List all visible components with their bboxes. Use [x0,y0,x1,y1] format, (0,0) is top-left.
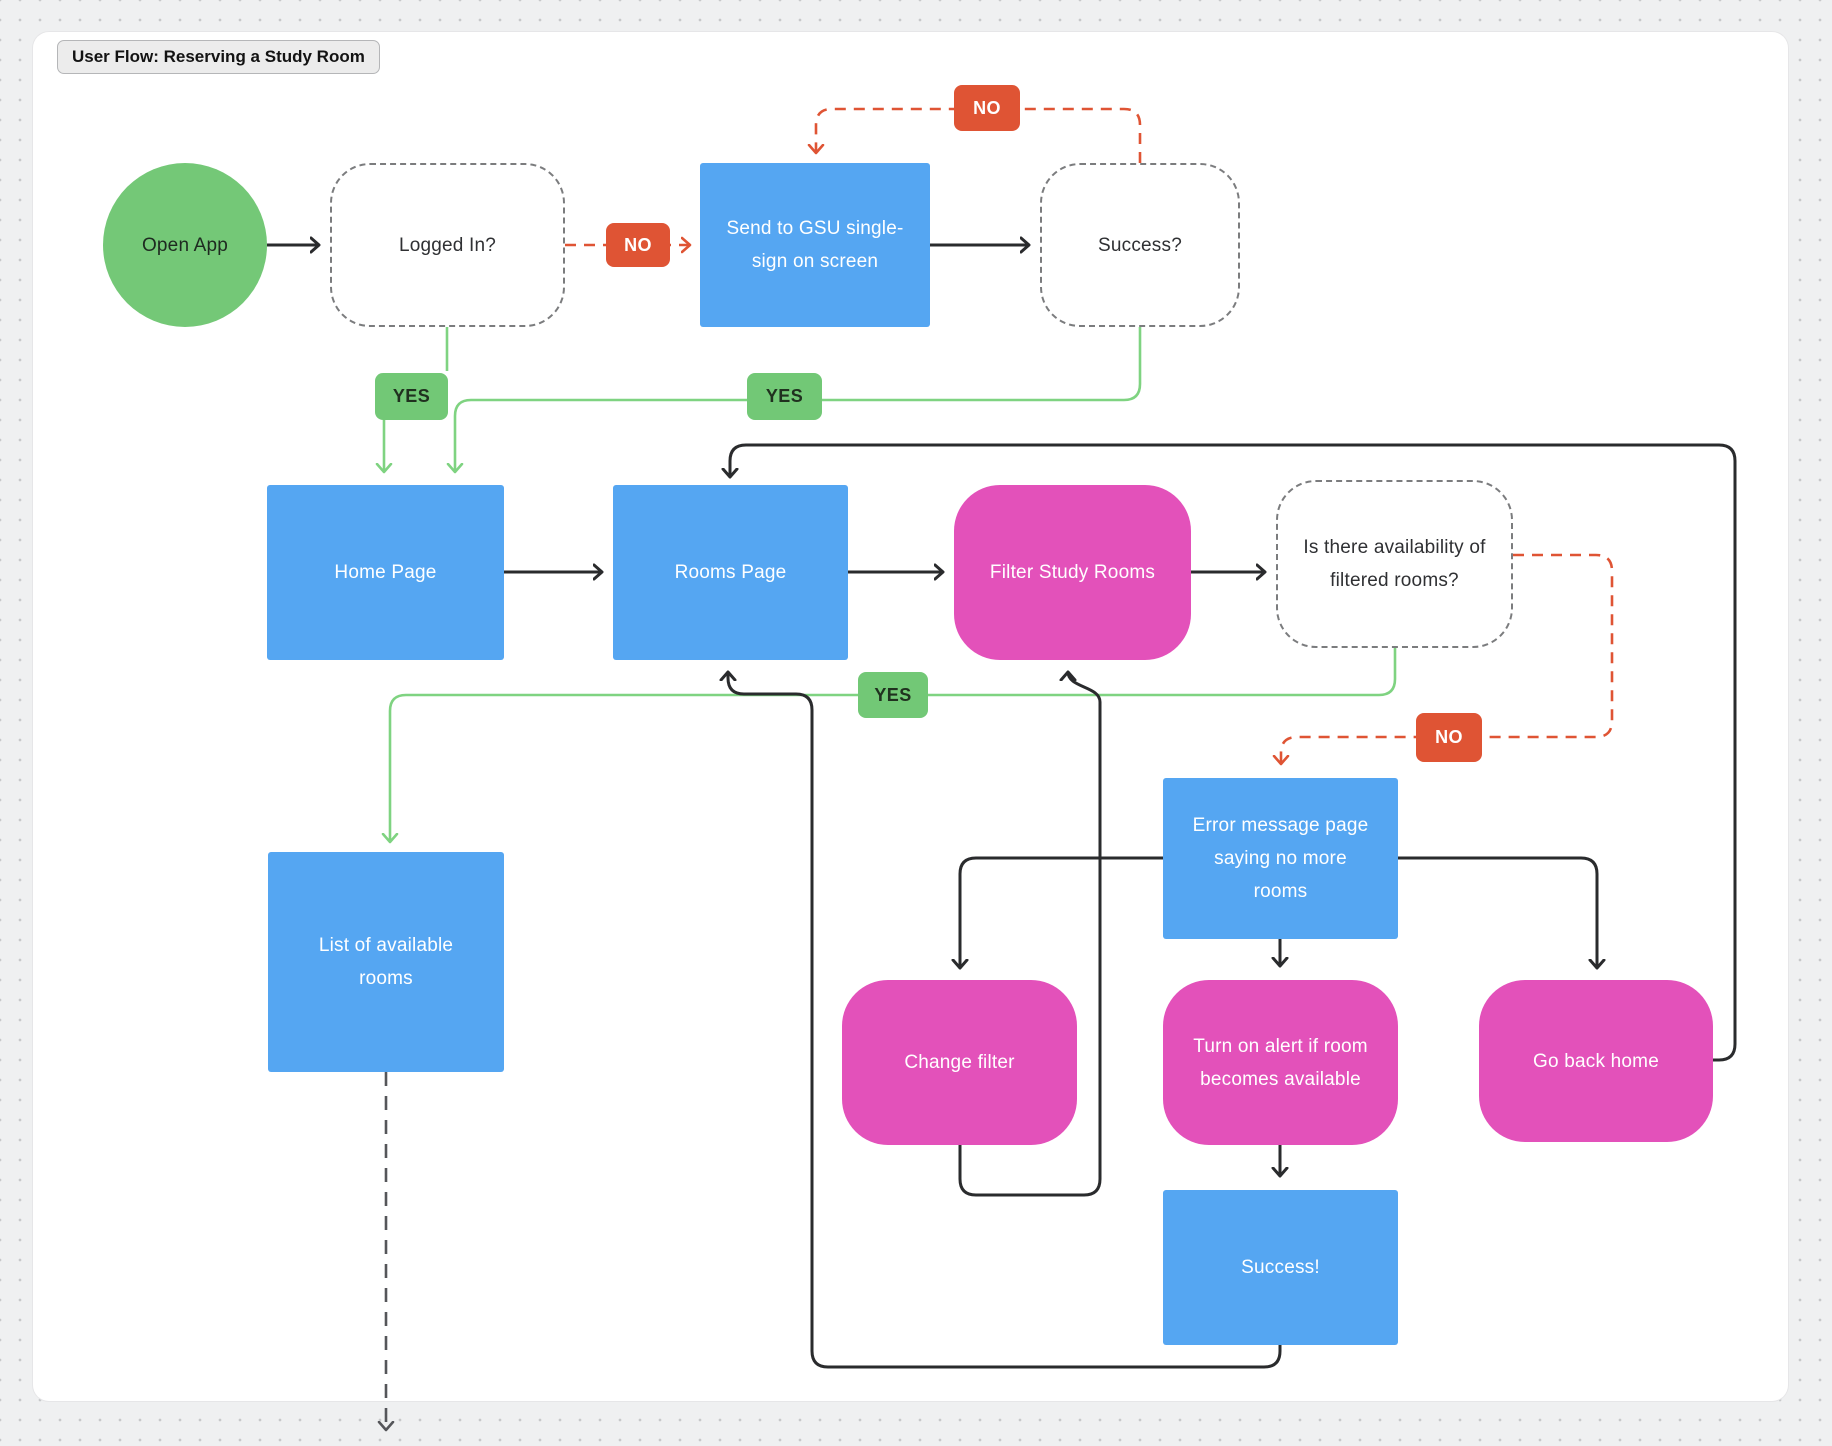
diagram-title[interactable]: User Flow: Reserving a Study Room [57,40,380,74]
node-alert-room-available[interactable]: Turn on alert if room becomes available [1163,980,1398,1145]
badge-yes-loggedin[interactable]: YES [375,373,448,420]
node-sso-screen[interactable]: Send to GSU single-sign on screen [700,163,930,327]
node-rooms-page[interactable]: Rooms Page [613,485,848,660]
wire-error-to-changefilter[interactable] [960,856,1163,968]
badge-no-availability[interactable]: NO [1416,713,1482,762]
wire-changefilter-loop-to-filter[interactable] [958,672,1102,1197]
wire-successend-loop-to-rooms-bottom[interactable] [728,672,1282,1369]
node-open-app[interactable]: Open App [103,163,267,327]
wire-error-to-goback[interactable] [1398,856,1597,968]
wire-availability-no-to-error[interactable] [1281,553,1614,764]
node-available-rooms-list[interactable]: List of available rooms [268,852,504,1072]
badge-yes-successq[interactable]: YES [747,373,822,420]
node-success-question[interactable]: Success? [1040,163,1240,327]
wire-goback-loop-to-rooms-top[interactable] [730,443,1737,1062]
node-home-page[interactable]: Home Page [267,485,504,660]
node-filter-rooms[interactable]: Filter Study Rooms [954,485,1191,660]
node-availability-question[interactable]: Is there availability of filtered rooms? [1276,480,1513,648]
node-change-filter[interactable]: Change filter [842,980,1077,1145]
badge-no-successq[interactable]: NO [954,85,1020,131]
node-go-back-home[interactable]: Go back home [1479,980,1713,1142]
node-logged-in[interactable]: Logged In? [330,163,565,327]
node-error-message[interactable]: Error message page saying no more rooms [1163,778,1398,939]
badge-yes-availability[interactable]: YES [858,672,928,718]
badge-no-loggedin[interactable]: NO [606,223,670,267]
node-success-end[interactable]: Success! [1163,1190,1398,1345]
